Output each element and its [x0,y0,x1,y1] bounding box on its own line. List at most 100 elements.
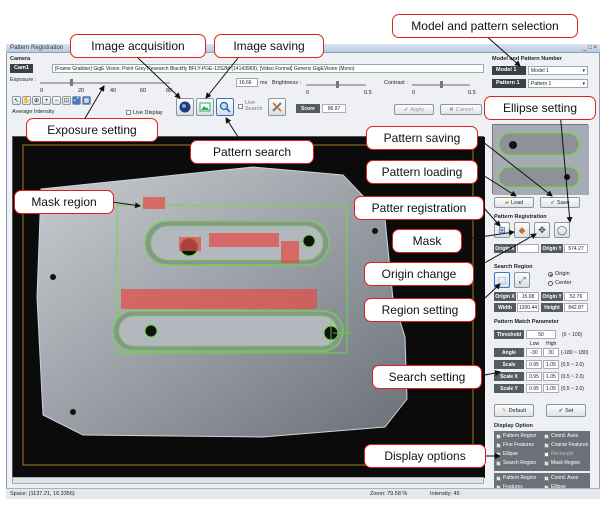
camera-tab[interactable]: Cam1 [10,64,33,73]
exposure-tick: 80 [166,88,173,94]
hand-icon[interactable]: ✋ [22,96,31,105]
display-checkbox[interactable]: Rectangle [544,451,574,457]
zoom-out-icon[interactable]: − [52,96,61,105]
zoom-icon[interactable]: ⊕ [32,96,41,105]
exposure-slider[interactable] [40,79,170,86]
low-header: Low [530,341,540,347]
mask-icon: ◆ [518,224,526,235]
region-select-button[interactable]: ⬚ [494,272,510,288]
brightness-slider-thumb[interactable] [336,81,339,88]
ellipse-setting-button[interactable]: ◯ [554,222,570,238]
display-checkbox[interactable]: ✓Pattern Region [496,433,536,439]
exposure-tick: 0 [40,88,44,94]
pattern-registration-button[interactable]: ⊞ [494,222,510,238]
status-zoom: Zoom: 79.58 % [370,491,408,497]
grid-icon[interactable]: ▦ [82,96,91,105]
apply-button[interactable]: ✔Apply [394,104,434,115]
zoom-in-icon[interactable]: + [42,96,51,105]
callout-mask: Mask [392,229,462,253]
display-checkbox[interactable]: ✓Search Region [496,460,536,466]
display-checkbox[interactable]: ✓Coord. Axes [544,433,578,439]
set-check-icon: ✔ [558,407,564,414]
pattern-save-button[interactable]: ✔Save [540,197,580,208]
contrast-slider[interactable] [412,81,470,88]
display-checkbox[interactable]: ✓Coarse Features [544,442,588,448]
magnifier-icon [219,101,231,113]
display-checkbox-label: Pattern Region [503,433,537,439]
param-row-high[interactable]: 1.05 [543,372,559,381]
center-radio[interactable] [548,281,553,286]
fit-window-icon[interactable]: ⤢ [72,96,81,105]
part-image [13,137,485,478]
param-row-high[interactable]: 1.05 [543,360,559,369]
contrast-slider-thumb[interactable] [440,81,443,88]
register-icon: ⊞ [498,224,506,235]
model-select[interactable]: Model 1▾ [528,66,588,75]
window-controls[interactable]: _ □ × [583,45,597,51]
display-checkbox[interactable]: ✓Pattern Region [496,475,536,481]
checkbox-icon: ✓ [544,442,550,449]
sr-origin-y-value[interactable]: 52.76 [564,292,588,301]
brightness-tick: 0 [306,90,310,96]
horizontal-scrollbar[interactable] [12,477,484,484]
zoom-fit-icon[interactable]: ⊡ [62,96,71,105]
model-tab[interactable]: Model 1 [492,66,526,75]
exposure-tick: 20 [78,88,85,94]
sr-origin-x-value[interactable]: 15.08 [517,292,539,301]
image-acquisition-button[interactable] [176,98,194,116]
param-row-range: (0.5 ~ 2.0) [561,362,584,368]
brightness-slider[interactable] [306,81,366,88]
mask-button[interactable]: ◆ [514,222,530,238]
display-checkbox[interactable]: ✓Ellipse [496,451,518,457]
display-checkbox-label: Coord. Axes [551,433,579,439]
param-row-high[interactable]: 1.05 [543,384,559,393]
exposure-slider-thumb[interactable] [70,79,73,86]
live-search-label: Live Search [245,100,263,112]
threshold-value[interactable]: 50 [526,330,556,339]
exposure-value-field[interactable]: 16.66 [236,78,258,87]
brightness-tick: 0.5 [364,90,372,96]
origin-change-button[interactable]: ✥ [534,222,550,238]
pattern-load-button[interactable]: ▰Load [494,197,534,208]
live-display-checkbox[interactable] [126,110,131,115]
param-row-high[interactable]: 30 [543,348,559,357]
exposure-tick: 60 [140,88,147,94]
param-row-low[interactable]: 0.95 [526,372,542,381]
image-saving-button[interactable] [196,98,214,116]
origin-radio[interactable] [548,272,553,277]
status-bar: Space: (1137.21, 16.3356) Zoom: 79.58 % … [6,488,600,499]
default-button[interactable]: ✎Default [494,404,534,417]
exposure-label: Exposure : [10,77,37,83]
set-button[interactable]: ✔Set [546,404,586,417]
pattern-select[interactable]: Pattern 1▾ [528,79,588,88]
cancel-button[interactable]: ✖Cancel [440,104,482,115]
tools-button[interactable] [268,98,286,116]
mask-area [143,197,165,209]
threshold-label: Threshold [494,330,524,339]
display-checkbox[interactable]: ✓Mask Region [544,460,580,466]
callout-pattern-loading: Pattern loading [366,160,478,184]
checkbox-icon: ✓ [544,460,550,467]
display-checkbox-label: Features [503,484,523,490]
pattern-thumbnail-image [493,125,589,195]
param-row-low[interactable]: 0.95 [526,360,542,369]
display-checkbox[interactable]: ✓Fine Features [496,442,534,448]
param-row-low[interactable]: 0.95 [526,384,542,393]
live-search-checkbox[interactable] [238,104,243,109]
pattern-tab[interactable]: Pattern 1 [492,79,526,88]
sr-origin-y-label: Origin Y [541,292,563,301]
sr-width-value[interactable]: 1200.44 [517,303,539,312]
display-checkbox[interactable]: ✓Coord. Axes [544,475,578,481]
checkbox-icon: ✓ [496,442,502,449]
origin-radio-label: Origin [555,271,570,277]
region-expand-button[interactable]: ⤢ [514,272,530,288]
checkbox-icon: ✓ [496,433,502,440]
threshold-range: (0 ~ 100) [562,332,583,338]
sr-height-value[interactable]: 842.87 [564,303,588,312]
param-row-low[interactable]: -30 [526,348,542,357]
pointer-icon[interactable]: ↖ [12,96,21,105]
apply-label: Apply [410,106,425,113]
callout-origin-change: Origin change [364,262,474,286]
display-checkbox-label: Mask Region [551,460,581,466]
pattern-search-button[interactable] [216,98,234,116]
